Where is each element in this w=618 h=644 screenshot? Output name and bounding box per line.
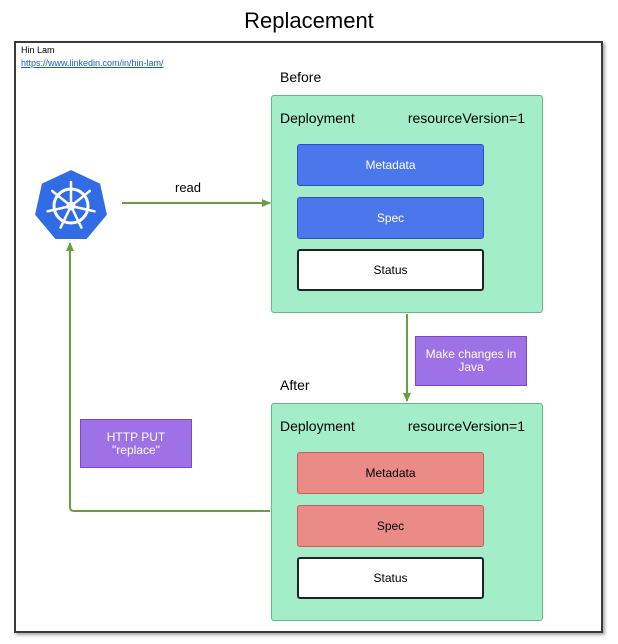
diagram-title: Replacement	[244, 8, 374, 33]
author-name: Hin Lam	[21, 45, 55, 55]
before-deployment-name: Deployment	[280, 110, 355, 126]
before-label: Before	[280, 69, 322, 85]
after-label: After	[280, 377, 310, 393]
before-resource-version: resourceVersion=1	[407, 110, 525, 126]
http-put-method: HTTP PUT	[106, 429, 166, 444]
after-spec: Spec	[297, 505, 484, 547]
after-metadata: Metadata	[297, 452, 484, 494]
read-label: read	[175, 180, 202, 195]
put-arrow	[66, 242, 270, 512]
before-status: Status	[297, 249, 484, 291]
before-deployment: Deployment resourceVersion=1 Metadata Sp…	[271, 95, 543, 313]
after-deployment-name: Deployment	[280, 418, 355, 434]
http-put-operation: "replace"	[112, 442, 160, 457]
after-status: Status	[297, 557, 484, 599]
before-spec: Spec	[297, 197, 484, 239]
http-put-note: HTTP PUT "replace"	[80, 419, 192, 468]
after-resource-version: resourceVersion=1	[407, 418, 525, 434]
make-changes-note: Make changes in Java	[415, 336, 527, 386]
author-link[interactable]: https://www.linkedin.com/in/hin-lam/	[21, 58, 164, 68]
before-metadata: Metadata	[297, 144, 484, 186]
after-deployment: Deployment resourceVersion=1 Metadata Sp…	[271, 403, 543, 621]
kubernetes-helm-icon	[32, 167, 110, 241]
